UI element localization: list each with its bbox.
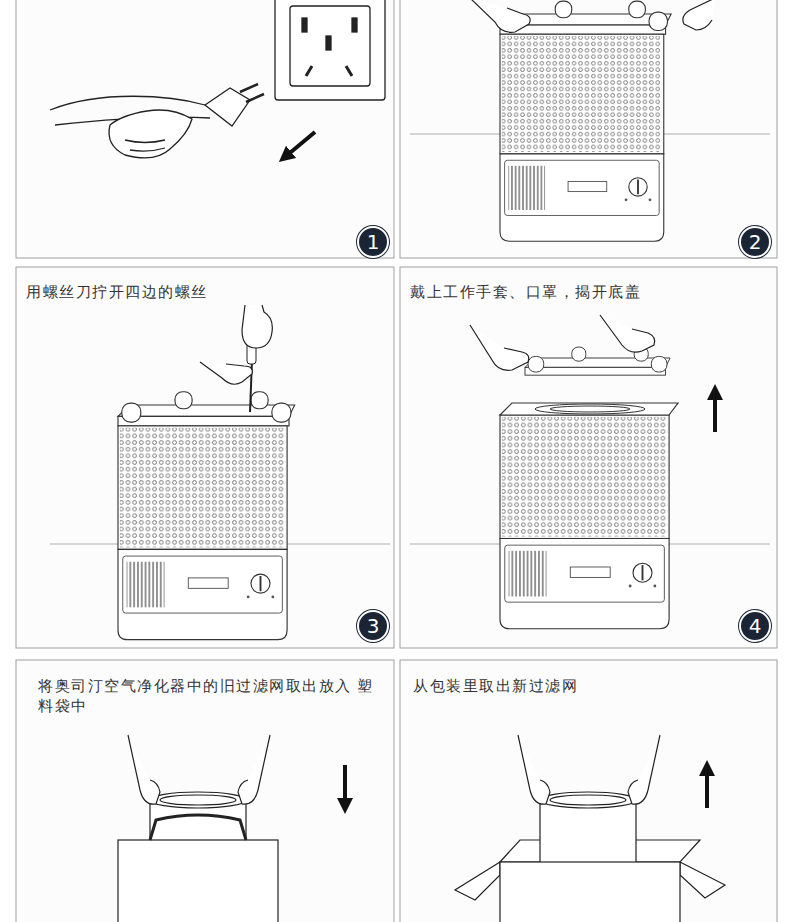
step-number: 2 — [739, 226, 771, 258]
step-caption: 从包装里取出新过滤网 — [413, 676, 753, 696]
old-filter-illustration — [118, 735, 345, 922]
callout-number: 3 — [367, 616, 380, 636]
step-caption: 将奥司汀空气净化器中的旧过滤网取出放入 塑料袋中 — [38, 676, 383, 716]
unscrew-illustration — [50, 305, 390, 640]
callout-number: 4 — [749, 616, 762, 636]
purifier-inverted — [410, 0, 770, 241]
panel-frames — [16, 0, 777, 922]
step-caption: 用螺丝刀拧开四边的螺丝 — [26, 282, 386, 302]
callout-number: 2 — [749, 232, 762, 252]
step-number: 1 — [357, 226, 389, 258]
new-filter-illustration — [455, 735, 725, 922]
unplug-illustration — [50, 0, 385, 158]
lift-lid-illustration — [50, 315, 770, 629]
callout-number: 1 — [367, 232, 380, 252]
step-caption: 戴上工作手套、口罩，揭开底盖 — [410, 282, 770, 302]
step-number: 3 — [357, 610, 389, 642]
step-number: 4 — [739, 610, 771, 642]
